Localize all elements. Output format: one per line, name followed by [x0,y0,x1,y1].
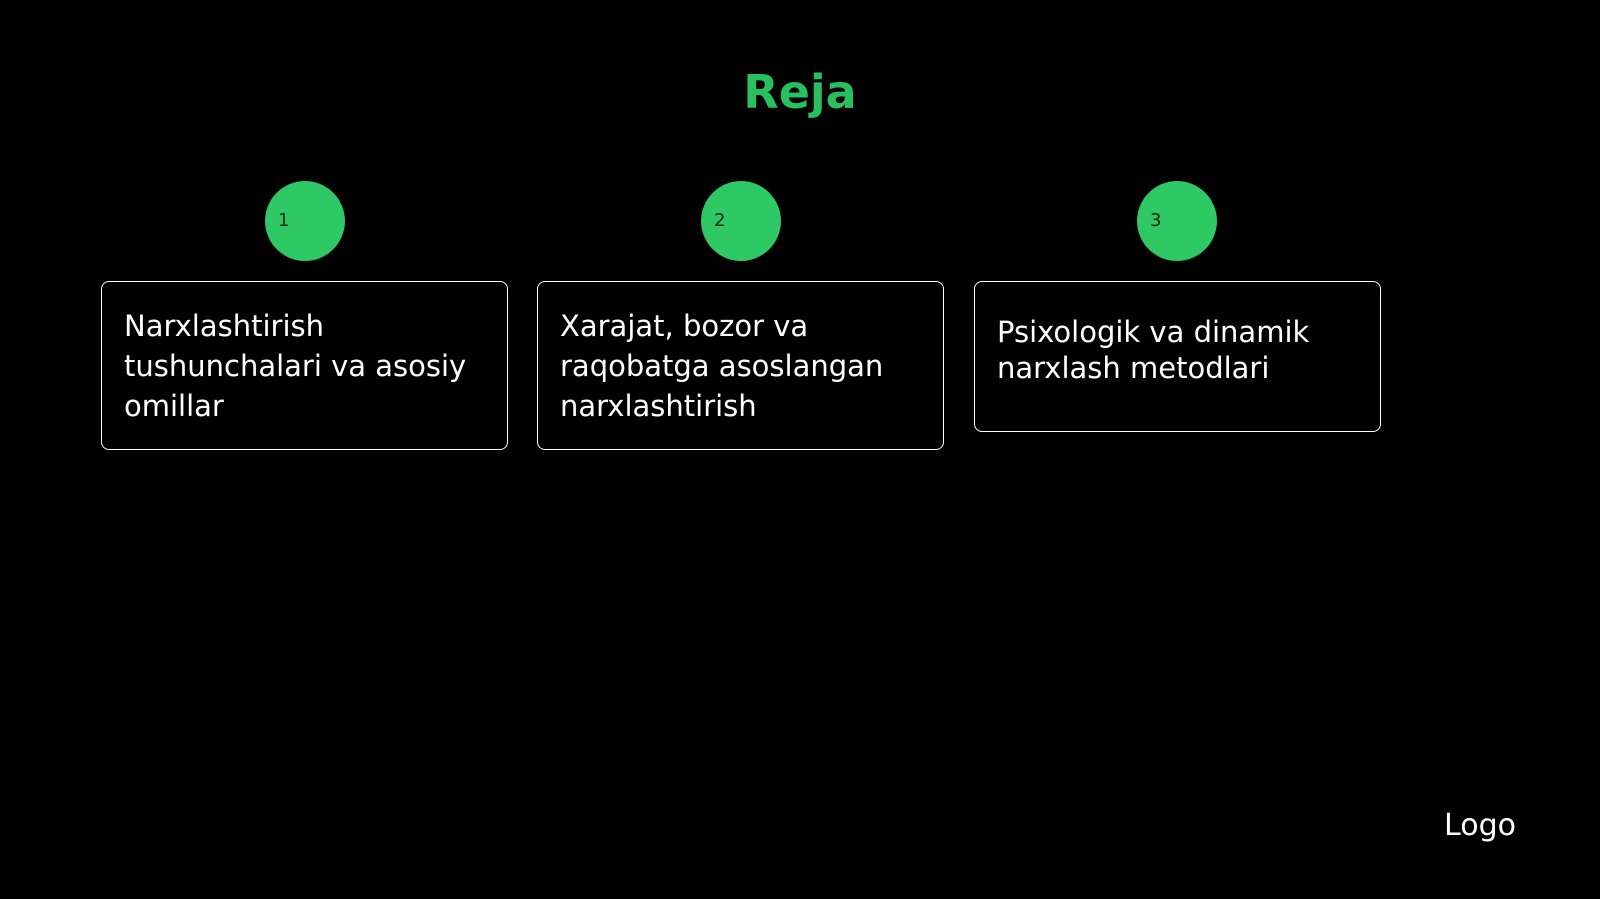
step-2-number: 2 [714,210,726,231]
step-1-number: 1 [278,210,290,231]
step-1-text: Narxlashtirish tushunchalari va asosiy o… [124,309,467,423]
step-2-text: Xarajat, bozor va raqobatga asoslangan n… [560,309,884,423]
step-3-card: Psixologik va dinamik narxlash metodlari [974,281,1381,432]
logo-placeholder: Logo [1444,808,1516,843]
step-2-circle: 2 [701,181,781,261]
step-3-text: Psixologik va dinamik narxlash metodlari [997,315,1310,385]
slide-title: Reja [743,65,857,119]
step-1-circle: 1 [265,181,345,261]
step-3-circle: 3 [1137,181,1217,261]
step-3-number: 3 [1150,210,1162,231]
step-2-card: Xarajat, bozor va raqobatga asoslangan n… [537,281,944,450]
step-1-card: Narxlashtirish tushunchalari va asosiy o… [101,281,508,450]
